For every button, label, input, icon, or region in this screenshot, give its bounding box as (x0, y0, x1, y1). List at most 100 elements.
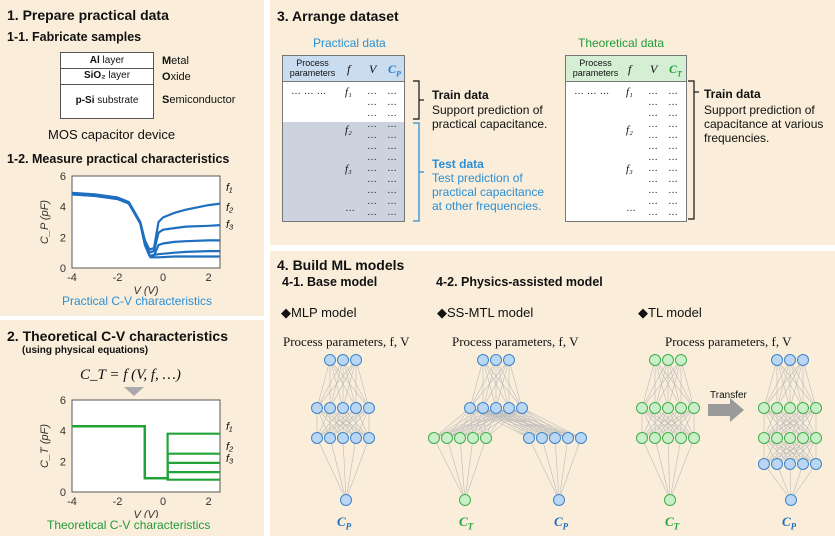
neuron-node (575, 432, 587, 444)
x-tick-label: 2 (206, 272, 212, 284)
series-line (149, 255, 220, 259)
sio2-layer: SiO₂ layer (60, 69, 154, 85)
al-layer: Al layer (60, 52, 154, 69)
connection (482, 359, 510, 409)
connection (763, 437, 817, 465)
y-axis-label: C_T (pF) (39, 424, 51, 468)
transfer-arrow (708, 398, 744, 422)
connection (316, 437, 347, 501)
connection (763, 407, 817, 439)
connection (316, 359, 344, 409)
connection (342, 407, 370, 439)
practical-col-v: V (369, 62, 377, 76)
tl-inputs-label: Process parameters, f, V (665, 334, 792, 349)
neuron-node (662, 432, 674, 444)
train-bracket (413, 80, 424, 120)
table-cell: … (648, 207, 658, 218)
table-cell: … (387, 152, 397, 163)
neuron-node (636, 432, 648, 444)
theoretical-header-bg (566, 56, 686, 82)
y-tick-label: 4 (60, 426, 66, 438)
x-tick-label: -2 (113, 496, 123, 508)
table-cell: … (648, 97, 658, 108)
table-cell: … (668, 163, 678, 174)
theoretical-data-label: Theoretical data (578, 36, 665, 50)
section-4-panel (270, 251, 835, 536)
connection (345, 437, 370, 501)
neuron-node (516, 402, 528, 414)
neuron-node (350, 432, 362, 444)
connection (776, 407, 817, 439)
theoretical-equation: C_T = f (V, f, …) (80, 367, 181, 383)
connection (558, 437, 582, 501)
practical-cv-caption: Practical C-V characteristics (62, 294, 213, 308)
theoretical-col-v: V (650, 62, 658, 76)
neuron-node (797, 458, 809, 470)
y-tick-label: 2 (60, 456, 66, 468)
neuron-node (549, 432, 561, 444)
connection (641, 407, 682, 439)
neuron-node (503, 402, 515, 414)
practical-col-f: f (347, 62, 351, 76)
table-cell: … (387, 174, 397, 185)
table-cell: … (648, 141, 658, 152)
table-cell: … (626, 203, 636, 214)
table-cell: … (668, 141, 678, 152)
connection (763, 463, 792, 501)
theoretical-col-f: f (628, 62, 632, 76)
curve-label: f₃ (226, 219, 234, 231)
table-cell: … (648, 174, 658, 185)
connection (433, 437, 466, 501)
neuron-node (562, 432, 574, 444)
connection (355, 359, 370, 409)
connection (790, 463, 804, 501)
x-tick-label: 0 (160, 272, 166, 284)
connection (802, 359, 817, 409)
table-cell: … (367, 152, 377, 163)
diamond-icon: ◆ (437, 305, 447, 320)
table-cell: … (648, 163, 658, 174)
connection (469, 359, 510, 409)
table-cell: … (387, 86, 397, 97)
connection (680, 359, 695, 409)
connection (763, 359, 778, 409)
connection (654, 359, 682, 409)
x-tick-label: 2 (206, 496, 212, 508)
neuron-node (503, 354, 515, 366)
neuron-node (441, 432, 453, 444)
train2-data-desc: Support prediction of capacitance at var… (704, 103, 824, 145)
connection (329, 359, 357, 409)
neuron-node (363, 402, 375, 414)
table-cell: … (367, 86, 377, 97)
tl-output-ct: CT (665, 514, 680, 532)
neuron-node (454, 432, 466, 444)
mos-device-label: MOS capacitor device (48, 127, 176, 142)
oxide-label: Oxide (162, 71, 191, 83)
x-axis-label: V (V) (133, 285, 158, 296)
neuron-node (324, 354, 336, 366)
table-cell: … (387, 130, 397, 141)
connection (667, 359, 682, 409)
neural-networks (311, 354, 822, 506)
connection (342, 359, 357, 409)
neuron-node (553, 494, 565, 506)
fabricate-samples-heading: 1-1. Fabricate samples (7, 30, 142, 44)
ssmtl-output-ct: CT (459, 514, 474, 532)
connection (469, 359, 497, 409)
connection (669, 437, 695, 501)
connection (495, 359, 510, 409)
train-data-title: Train data (432, 88, 489, 102)
x-tick-label: -4 (67, 272, 77, 284)
table-cell: … (367, 97, 377, 108)
neuron-node (688, 402, 700, 414)
connection (789, 437, 817, 465)
connection (316, 407, 344, 439)
frequency-label: f₁ (626, 86, 633, 98)
table-cell: … (387, 108, 397, 119)
plot-area (71, 175, 221, 269)
mlp-inputs-label: Process parameters, f, V (283, 334, 410, 349)
neuron-node (649, 354, 661, 366)
connection (521, 407, 569, 439)
curve-label: f₁ (226, 182, 233, 194)
neuron-node (771, 402, 783, 414)
